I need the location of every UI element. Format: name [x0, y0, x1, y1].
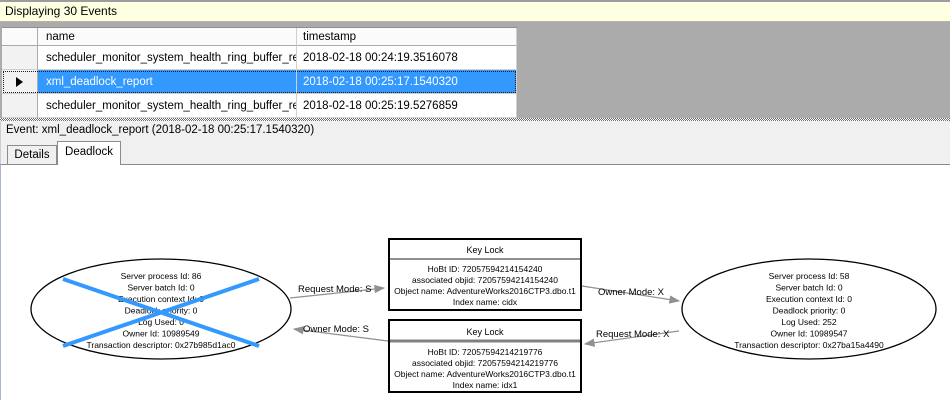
- event-row-2-selected[interactable]: xml_deadlock_report 2018-02-18 00:25:17.…: [2, 70, 517, 94]
- event-row-3[interactable]: scheduler_monitor_system_health_ring_buf…: [2, 94, 517, 118]
- resource-line: Object name: AdventureWorks2016CTP3.dbo.…: [394, 369, 576, 379]
- event-row-1[interactable]: scheduler_monitor_system_health_ring_buf…: [2, 46, 517, 70]
- resource-line: HoBt ID: 72057594214154240: [428, 264, 543, 274]
- window-top-edge: [0, 0, 950, 2]
- events-grid: name timestamp scheduler_monitor_system_…: [2, 27, 517, 118]
- process-node-victim[interactable]: Server process Id: 86 Server batch Id: 0…: [30, 258, 292, 360]
- victim-line: Transaction descriptor: 0x27b985d1ac0: [87, 340, 236, 350]
- victim-line: Execution context Id: 0: [118, 294, 204, 304]
- column-header-timestamp[interactable]: timestamp: [297, 28, 517, 46]
- edge-label-owner-s: Owner Mode: S: [303, 324, 369, 335]
- survivor-line: Execution context Id: 0: [766, 294, 852, 304]
- current-row-arrow-icon: [16, 76, 23, 87]
- edge-owner-x: [581, 285, 681, 304]
- resource-line: Index name: cidx: [453, 297, 518, 307]
- detail-tabstrip: Details Deadlock: [0, 140, 950, 165]
- victim-line: Owner Id: 10989549: [122, 329, 199, 339]
- resource-node-keylock-cidx[interactable]: Key Lock HoBt ID: 72057594214154240 asso…: [388, 238, 582, 311]
- resource-line: associated objid: 72057594214219776: [412, 358, 558, 368]
- survivor-line: Server process Id: 58: [769, 271, 850, 281]
- grid-header-row: name timestamp: [2, 28, 517, 46]
- survivor-line: Transaction descriptor: 0x27ba15a4490: [734, 340, 884, 350]
- edge-owner-s: [292, 326, 389, 342]
- row-indicator-cell: [2, 70, 38, 94]
- resource-title: Key Lock: [466, 327, 504, 337]
- survivor-line: Log Used: 252: [781, 317, 837, 327]
- event-name-cell[interactable]: scheduler_monitor_system_health_ring_buf…: [38, 46, 297, 70]
- events-grid-area: name timestamp scheduler_monitor_system_…: [0, 22, 950, 118]
- resource-line: HoBt ID: 72057594214219776: [428, 347, 543, 357]
- event-timestamp-cell[interactable]: 2018-02-18 00:24:19.3516078: [297, 46, 517, 70]
- survivor-line: Deadlock priority: 0: [773, 306, 846, 316]
- event-timestamp-cell[interactable]: 2018-02-18 00:25:17.1540320: [297, 70, 517, 94]
- edge-label-owner-x: Owner Mode: X: [598, 287, 665, 298]
- resource-title: Key Lock: [466, 245, 504, 255]
- resource-line: Object name: AdventureWorks2016CTP3.dbo.…: [394, 286, 576, 296]
- tab-details[interactable]: Details: [7, 145, 57, 164]
- column-header-name[interactable]: name: [38, 28, 297, 46]
- process-node-survivor[interactable]: Server process Id: 58 Server batch Id: 0…: [681, 258, 937, 360]
- deadlock-graph-svg: Server process Id: 86 Server batch Id: 0…: [30, 238, 937, 393]
- edge-request-x: [583, 330, 680, 347]
- event-summary-text: Event: xml_deadlock_report (2018-02-18 0…: [6, 124, 315, 136]
- event-name-cell[interactable]: xml_deadlock_report: [38, 70, 297, 94]
- pane-splitter[interactable]: [0, 118, 950, 121]
- survivor-line: Server batch Id: 0: [775, 283, 842, 293]
- event-name-cell[interactable]: scheduler_monitor_system_health_ring_buf…: [38, 94, 297, 118]
- victim-line: Server batch Id: 0: [127, 283, 194, 293]
- info-bar-text: Displaying 30 Events: [5, 4, 118, 18]
- resource-line: associated objid: 72057594214154240: [412, 275, 558, 285]
- event-timestamp-cell[interactable]: 2018-02-18 00:25:19.5276859: [297, 94, 517, 118]
- edge-label-request-s: Request Mode: S: [298, 284, 371, 295]
- resource-node-keylock-idx1[interactable]: Key Lock HoBt ID: 72057594214219776 asso…: [388, 319, 582, 393]
- edge-request-s: [289, 284, 386, 299]
- event-summary-bar: Event: xml_deadlock_report (2018-02-18 0…: [0, 121, 950, 140]
- resource-line: Index name: idx1: [453, 380, 518, 390]
- survivor-line: Owner Id: 10989547: [770, 329, 847, 339]
- victim-cross-line: [62, 277, 260, 348]
- deadlock-graph-panel: Server process Id: 86 Server batch Id: 0…: [0, 164, 950, 400]
- info-bar: Displaying 30 Events: [0, 2, 950, 22]
- victim-line: Log Used: 0: [138, 317, 184, 327]
- row-indicator-cell: [2, 46, 38, 70]
- row-indicator-cell: [2, 94, 38, 118]
- edge-label-request-x: Request Mode: X: [596, 329, 670, 340]
- tab-deadlock[interactable]: Deadlock: [57, 141, 121, 165]
- victim-line: Server process Id: 86: [121, 271, 202, 281]
- grid-corner-cell: [2, 28, 38, 46]
